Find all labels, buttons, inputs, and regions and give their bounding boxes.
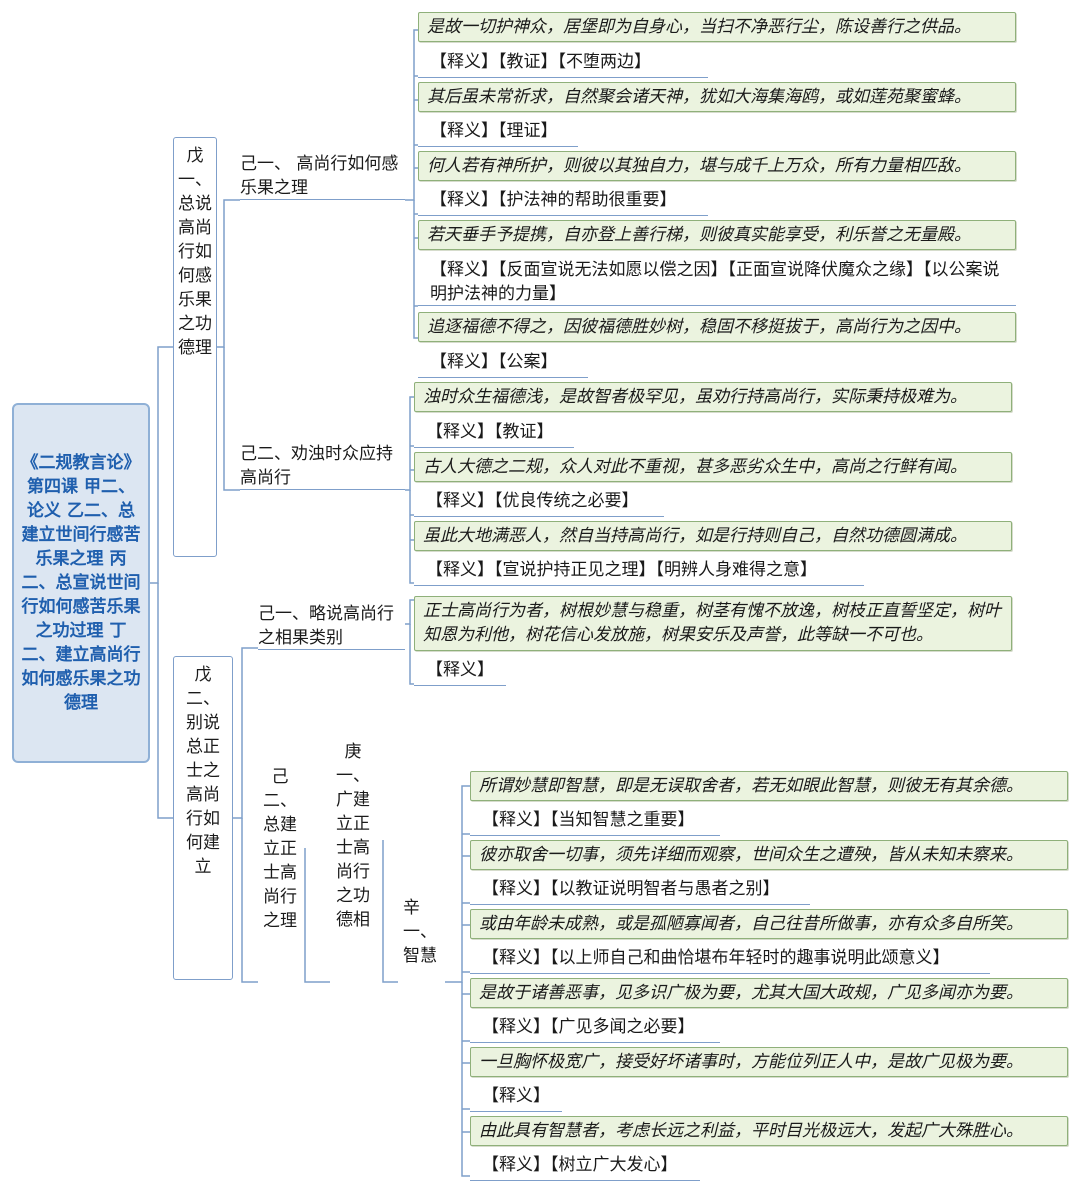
node-geng1[interactable]: 庚一、广建立正士高尚行之功德相 (330, 740, 376, 932)
gloss-line[interactable]: 【释义】 (470, 1082, 562, 1112)
node-ji2-label: 己二、劝浊时众应持高尚行 (240, 444, 393, 488)
verse-box[interactable]: 正士高尚行为者，树根妙慧与稳重，树茎有愧不放逸，树枝正直誓坚定，树叶知恩为利他，… (414, 596, 1012, 651)
gloss-line[interactable]: 【释义】【教证】 (414, 418, 574, 448)
verse-box[interactable]: 古人大德之二规，众人对此不重视，甚多恶劣众生中，高尚之行鲜有闻。 (414, 452, 1012, 482)
node-ji2[interactable]: 己二、劝浊时众应持高尚行 (240, 442, 405, 490)
gloss-line[interactable]: 【释义】【护法神的帮助很重要】 (418, 186, 708, 216)
root-label: 《二规教言论》第四课 甲二、论义 乙二、总建立世间行感苦乐果之理 丙二、总宣说世… (21, 453, 141, 713)
verse-box[interactable]: 所谓妙慧即智慧，即是无误取舍者，若无如眼此智慧，则彼无有其余德。 (470, 771, 1068, 801)
gloss-line[interactable]: 【释义】【树立广大发心】 (470, 1151, 700, 1181)
verse-box[interactable]: 虽此大地满恶人，然自当持高尚行，如是行持则自己，自然功德圆满成。 (414, 521, 1012, 551)
verse-box[interactable]: 彼亦取舍一切事，须先详细而观察，世间众生之遭殃，皆从未知未察来。 (470, 840, 1068, 870)
node-xin1-label: 辛一、智慧 (403, 898, 437, 966)
node-ji2b-label: 己二、总建立正士高尚行之理 (263, 767, 297, 931)
verse-box[interactable]: 何人若有神所护，则彼以其独自力，堪与成千上万众，所有力量相匹敌。 (418, 151, 1016, 181)
node-wu1-label: 戊一、总说高尚行如何感乐果之功德理 (178, 146, 212, 358)
node-ji1b[interactable]: 己一、略说高尚行之相果类别 (258, 602, 405, 650)
gloss-line[interactable]: 【释义】【当知智慧之重要】 (470, 806, 720, 836)
root-node[interactable]: 《二规教言论》第四课 甲二、论义 乙二、总建立世间行感苦乐果之理 丙二、总宣说世… (12, 403, 150, 763)
verse-box[interactable]: 浊时众生福德浅，是故智者极罕见，虽劝行持高尚行，实际秉持极难为。 (414, 382, 1012, 412)
verse-box[interactable]: 是故于诸善恶事，见多识广极为要，尤其大国大政规，广见多闻亦为要。 (470, 978, 1068, 1008)
gloss-line[interactable]: 【释义】 (414, 656, 506, 686)
gloss-line[interactable]: 【释义】【广见多闻之必要】 (470, 1013, 720, 1043)
gloss-line[interactable]: 【释义】【公案】 (418, 348, 588, 378)
verse-box[interactable]: 或由年龄未成熟，或是孤陋寡闻者，自己往昔所做事，亦有众多自所笑。 (470, 909, 1068, 939)
node-ji1[interactable]: 己一、 高尚行如何感乐果之理 (240, 152, 405, 200)
verse-box[interactable]: 追逐福德不得之，因彼福德胜妙树，稳固不移挺拔于，高尚行为之因中。 (418, 312, 1016, 342)
verse-box[interactable]: 其后虽未常祈求，自然聚会诸天神，犹如大海集海鸥，或如莲苑聚蜜蜂。 (418, 82, 1016, 112)
verse-box[interactable]: 若天垂手予提携，自亦登上善行梯，则彼真实能享受，利乐誉之无量殿。 (418, 220, 1016, 250)
verse-box[interactable]: 由此具有智慧者，考虑长远之利益，平时目光极远大，发起广大殊胜心。 (470, 1116, 1068, 1146)
node-ji1b-label: 己一、略说高尚行之相果类别 (258, 604, 394, 648)
gloss-line[interactable]: 【释义】【以上师自己和曲恰堪布年轻时的趣事说明此颂意义】 (470, 944, 990, 974)
gloss-line[interactable]: 【释义】【反面宣说无法如愿以偿之因】【正面宣说降伏魔众之缘】【以公案说明护法神的… (418, 256, 1016, 306)
verse-box[interactable]: 是故一切护神众，居堡即为自身心，当扫不净恶行尘，陈设善行之供品。 (418, 12, 1016, 42)
gloss-line[interactable]: 【释义】【教证】【不堕两边】 (418, 48, 708, 78)
gloss-line[interactable]: 【释义】【优良传统之必要】 (414, 487, 664, 517)
node-wu2-label: 戊二、别说总正士之高尚行如何建立 (186, 665, 220, 877)
node-wu1[interactable]: 戊一、总说高尚行如何感乐果之功德理 (173, 137, 217, 557)
node-wu2[interactable]: 戊二、别说总正士之高尚行如何建立 (173, 656, 233, 980)
verse-box[interactable]: 一旦胸怀极宽广，接受好坏诸事时，方能位列正人中，是故广见极为要。 (470, 1047, 1068, 1077)
node-ji1-label: 己一、 高尚行如何感乐果之理 (240, 154, 399, 198)
gloss-line[interactable]: 【释义】【宣说护持正见之理】【明辨人身难得之意】 (414, 556, 864, 586)
node-geng1-label: 庚一、广建立正士高尚行之功德相 (336, 742, 370, 930)
node-xin1[interactable]: 辛一、智慧 (403, 896, 447, 968)
gloss-line[interactable]: 【释义】【以教证说明智者与愚者之别】 (470, 875, 810, 905)
gloss-line[interactable]: 【释义】【理证】 (418, 117, 578, 147)
node-ji2b[interactable]: 己二、总建立正士高尚行之理 (258, 765, 302, 933)
